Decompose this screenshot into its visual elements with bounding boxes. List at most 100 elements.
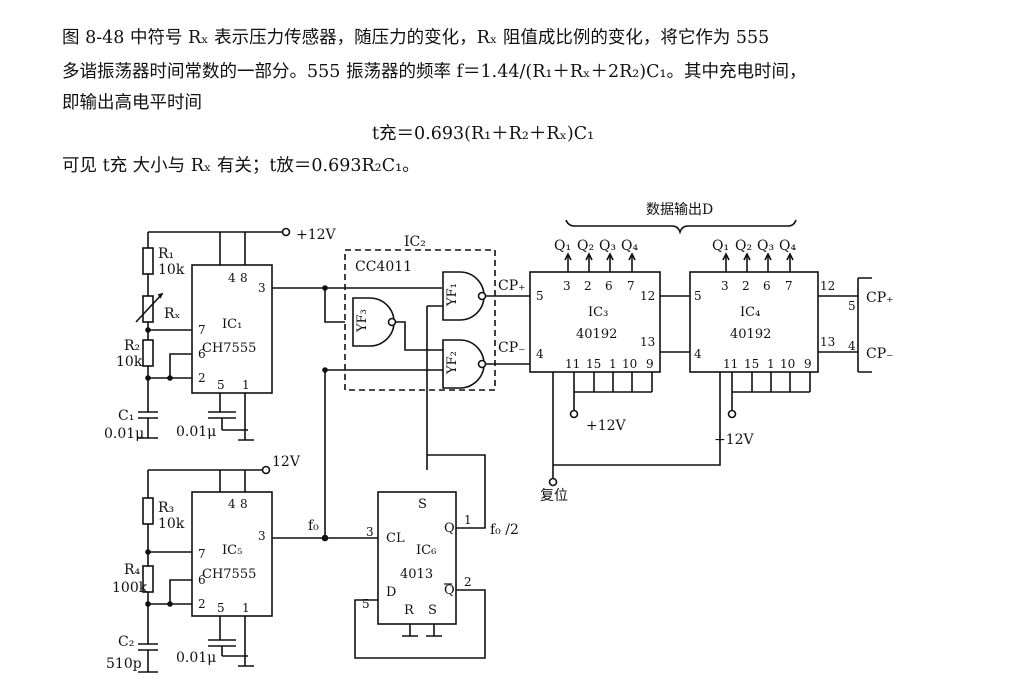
ic3-supply-label: +12V — [586, 418, 627, 434]
f0-half-label: f₀ /2 — [490, 522, 519, 538]
r3-label: R₃ — [158, 500, 174, 516]
svg-text:8: 8 — [240, 271, 248, 285]
ic5-body — [191, 491, 273, 617]
svg-text:9: 9 — [804, 357, 812, 371]
r1-value: 10k — [158, 262, 185, 278]
paragraph-line-1: 图 8-48 中符号 Rₓ 表示压力传感器，随压力的变化，Rₓ 阻值成比例的变化… — [62, 28, 770, 48]
svg-text:3: 3 — [563, 279, 571, 293]
ic3-q3: Q₃ — [599, 238, 616, 254]
r2-label: R₂ — [124, 338, 140, 354]
ic6-d-pin: D — [386, 585, 396, 600]
svg-text:1: 1 — [464, 513, 472, 527]
svg-text:7: 7 — [785, 279, 793, 293]
reset-label: 复位 — [540, 487, 568, 504]
r1-label: R₁ — [158, 246, 174, 262]
ic5-name: IC₅ — [222, 543, 242, 558]
ic2-part: CC4011 — [355, 259, 412, 275]
ic5-part: CH7555 — [202, 567, 256, 582]
svg-text:12: 12 — [640, 289, 655, 303]
ic3-q4: Q₄ — [621, 238, 638, 254]
cp-plus-label: CP₊ — [498, 278, 526, 294]
cp-minus-label: CP₋ — [498, 340, 526, 356]
ic1-part: CH7555 — [202, 341, 256, 356]
paragraph-line-3: 即输出高电平时间 — [62, 93, 202, 113]
paragraph-line-4: 可见 t充 大小与 Rₓ 有关；t放＝0.693R₂C₁。 — [62, 156, 420, 176]
svg-text:2: 2 — [464, 575, 472, 589]
svg-text:3: 3 — [366, 525, 374, 539]
ic3-body — [529, 271, 661, 373]
ic3-q2: Q₂ — [577, 238, 594, 254]
svg-text:13: 13 — [640, 335, 655, 349]
svg-text:2: 2 — [584, 279, 592, 293]
ic6-s-pin: S — [428, 603, 437, 618]
svg-text:15: 15 — [744, 357, 759, 371]
svg-text:4: 4 — [694, 347, 702, 361]
svg-text:5: 5 — [694, 289, 702, 303]
out-cp-minus-label: CP₋ — [866, 346, 894, 362]
f0-label: f₀ — [308, 518, 319, 534]
ic3-name: IC₃ — [588, 305, 608, 320]
svg-text:6: 6 — [763, 279, 771, 293]
svg-text:6: 6 — [605, 279, 613, 293]
svg-text:2: 2 — [198, 597, 206, 611]
svg-text:11: 11 — [723, 357, 738, 371]
ic6-name: IC₆ — [416, 543, 436, 558]
ic2-dashed-box — [344, 249, 496, 391]
svg-text:4: 4 — [228, 271, 236, 285]
ic2-name: IC₂ — [404, 234, 426, 250]
out-cp-plus-label: CP₊ — [866, 290, 894, 306]
ic5-cap-value: 0.01μ — [176, 650, 216, 666]
r4-value: 100k — [112, 580, 148, 596]
svg-text:1: 1 — [242, 601, 250, 615]
ic4-part: 40192 — [730, 327, 771, 342]
c2-capacitor — [138, 643, 158, 651]
ic1-cap-value: 0.01μ — [176, 424, 216, 440]
ic6-q-pin: Q — [444, 521, 455, 536]
svg-text:11: 11 — [565, 357, 580, 371]
svg-text:6: 6 — [198, 573, 206, 587]
ic1-body — [191, 264, 273, 394]
ic4-supply-label: +12V — [714, 432, 755, 448]
ic6-cl-pin: CL — [386, 531, 405, 546]
svg-text:15: 15 — [586, 357, 601, 371]
svg-text:5: 5 — [217, 378, 225, 392]
r3-resistor — [142, 497, 154, 525]
ic6-r-pin: R — [404, 603, 415, 618]
ic4-q3: Q₃ — [757, 238, 774, 254]
c1-value: 0.01μ — [104, 426, 144, 442]
ic4-q4: Q₄ — [779, 238, 796, 254]
yf3-label: YF₃ — [355, 309, 370, 333]
ic6-qbar-pin: Q — [444, 583, 455, 598]
svg-text:2: 2 — [742, 279, 750, 293]
ic4-q1: Q₁ — [712, 238, 729, 254]
c1-capacitor — [138, 411, 158, 419]
r4-label: R₄ — [124, 562, 141, 578]
svg-text:4: 4 — [848, 339, 856, 353]
ic1-name: IC₁ — [222, 317, 242, 332]
svg-text:8: 8 — [240, 497, 248, 511]
svg-text:5: 5 — [362, 597, 370, 611]
charge-time-formula: t充＝0.693(R₁＋R₂＋Rₓ)C₁ — [372, 124, 595, 144]
paragraph-line-2: 多谐振荡器时间常数的一部分。555 振荡器的频率 f＝1.44/(R₁＋Rₓ＋2… — [62, 62, 807, 82]
c2-value: 510p — [106, 656, 142, 672]
ic4-q2: Q₂ — [735, 238, 752, 254]
svg-text:1: 1 — [767, 357, 775, 371]
r3-value: 10k — [158, 516, 185, 532]
svg-text:3: 3 — [258, 529, 266, 543]
svg-text:7: 7 — [198, 547, 206, 561]
svg-text:4: 4 — [228, 497, 236, 511]
yf1-label: YF₁ — [445, 283, 460, 307]
r2-resistor — [142, 339, 154, 367]
ic3-part: 40192 — [576, 327, 617, 342]
supply-12v-label: +12V — [296, 227, 337, 243]
r2-value: 10k — [116, 354, 143, 370]
ic6-body — [377, 491, 457, 625]
svg-text:3: 3 — [721, 279, 729, 293]
ic6-s-top: S — [418, 497, 427, 512]
c2-label: C₂ — [118, 634, 134, 650]
data-output-label: 数据输出D — [646, 202, 713, 218]
c1-label: C₁ — [118, 408, 134, 424]
svg-text:3: 3 — [258, 281, 266, 295]
svg-text:9: 9 — [646, 357, 654, 371]
